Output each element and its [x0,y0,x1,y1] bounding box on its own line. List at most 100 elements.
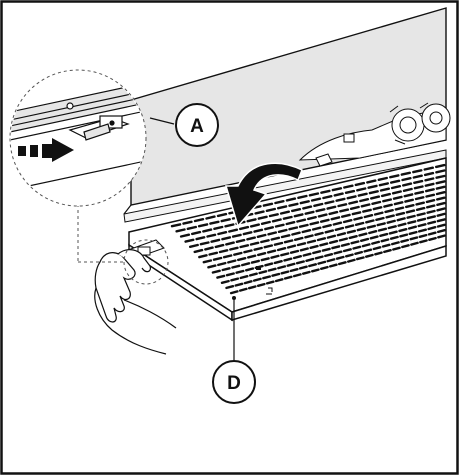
grille-slot [239,244,250,249]
grille-slot [235,269,245,274]
grille-slot [414,196,425,201]
callout-d-circle [212,360,256,404]
grille-slot [262,202,274,207]
grille-slot [357,192,368,197]
grille-slot [225,272,235,277]
grille-slot [368,229,378,235]
grille-slot [379,187,390,192]
grille-slot [217,230,228,236]
grille-slot [343,184,354,189]
grille-slot [376,222,386,227]
grille-slot [384,208,394,214]
grille-slot [271,272,281,277]
grille-slot [373,211,384,216]
grille-slot [320,265,329,270]
grille-slot [426,204,436,209]
grille-slot [413,185,424,190]
grille-slot [338,237,348,242]
grille-slot [204,246,214,251]
grille-slot [331,245,341,250]
grille-slot [266,249,277,254]
internal-components [298,102,451,167]
grille-slot [212,256,223,261]
grille-slot [253,246,263,251]
grille-slot [265,207,276,213]
indicator-symbol [266,287,273,295]
grille-slot [264,262,274,267]
grille-slot [321,247,331,252]
grille-slot [361,243,371,248]
grille-slot [389,235,399,240]
grille-slot [377,227,388,232]
grille-slot [435,163,446,169]
callout-a-leader [149,117,175,125]
grille-slot [436,223,446,228]
grille-slot [425,188,435,193]
grille-slot [365,219,375,224]
grille-slot [292,255,302,260]
grille-slot [390,184,402,190]
grille-slot [240,262,251,267]
grille-slot [236,257,247,262]
grille-slot [416,212,426,217]
grille-slot [437,234,446,239]
grille-slot [258,270,268,275]
grille-slot [326,205,337,210]
grille-slot [283,257,293,262]
grille-slot [302,205,313,210]
grille-slot [395,211,406,217]
grille-slot [436,212,446,217]
grille-slot [382,198,392,203]
grille-slot [380,238,390,243]
grille-slot [234,282,244,287]
grille-slot [402,182,413,187]
grille-slot [184,238,195,243]
grille-slot [435,174,446,179]
grille-slot [428,236,437,242]
grille-slot [286,244,297,249]
grille-slot [408,230,418,236]
grille-slot [299,247,309,252]
grille-slot [246,254,257,259]
grille-slot [367,184,378,189]
grille-slot [239,275,249,280]
grille-slot [425,198,436,204]
grille-slot [389,174,400,179]
grille-slot [273,241,284,246]
grille-slot [379,232,389,238]
grille-slot [206,233,217,238]
grille-slot [353,216,363,221]
grille-slot [238,287,248,292]
grille-slot [267,231,277,236]
grille-slot [274,223,285,228]
grille-slot [195,236,206,241]
grille-slot [333,250,343,255]
grille-slot [427,225,437,231]
grille-slot [393,201,404,206]
grille-slot [264,226,274,231]
grille-slot [337,203,348,208]
grille-slot [202,259,213,264]
grille-slot [270,254,280,259]
grille-slot [396,217,406,222]
grille-slot [404,198,414,203]
grille-slot [324,229,334,234]
grille-slot [311,268,320,273]
grille-slot [256,233,267,239]
grille-slot [418,228,427,233]
grille-slot [279,210,290,215]
grille-slot [414,190,425,195]
grille-slot [381,243,391,248]
grille-slot [309,244,319,250]
grille-slot [216,212,228,218]
grille-slot [260,257,270,262]
grille-slot [418,233,428,239]
grille-slot [319,242,329,247]
grille-slot [222,254,233,259]
grille-slot [350,240,360,245]
grille-slot [326,258,336,263]
grille-slot [322,223,332,229]
grille-slot [249,241,260,246]
grille-slot [299,200,310,205]
